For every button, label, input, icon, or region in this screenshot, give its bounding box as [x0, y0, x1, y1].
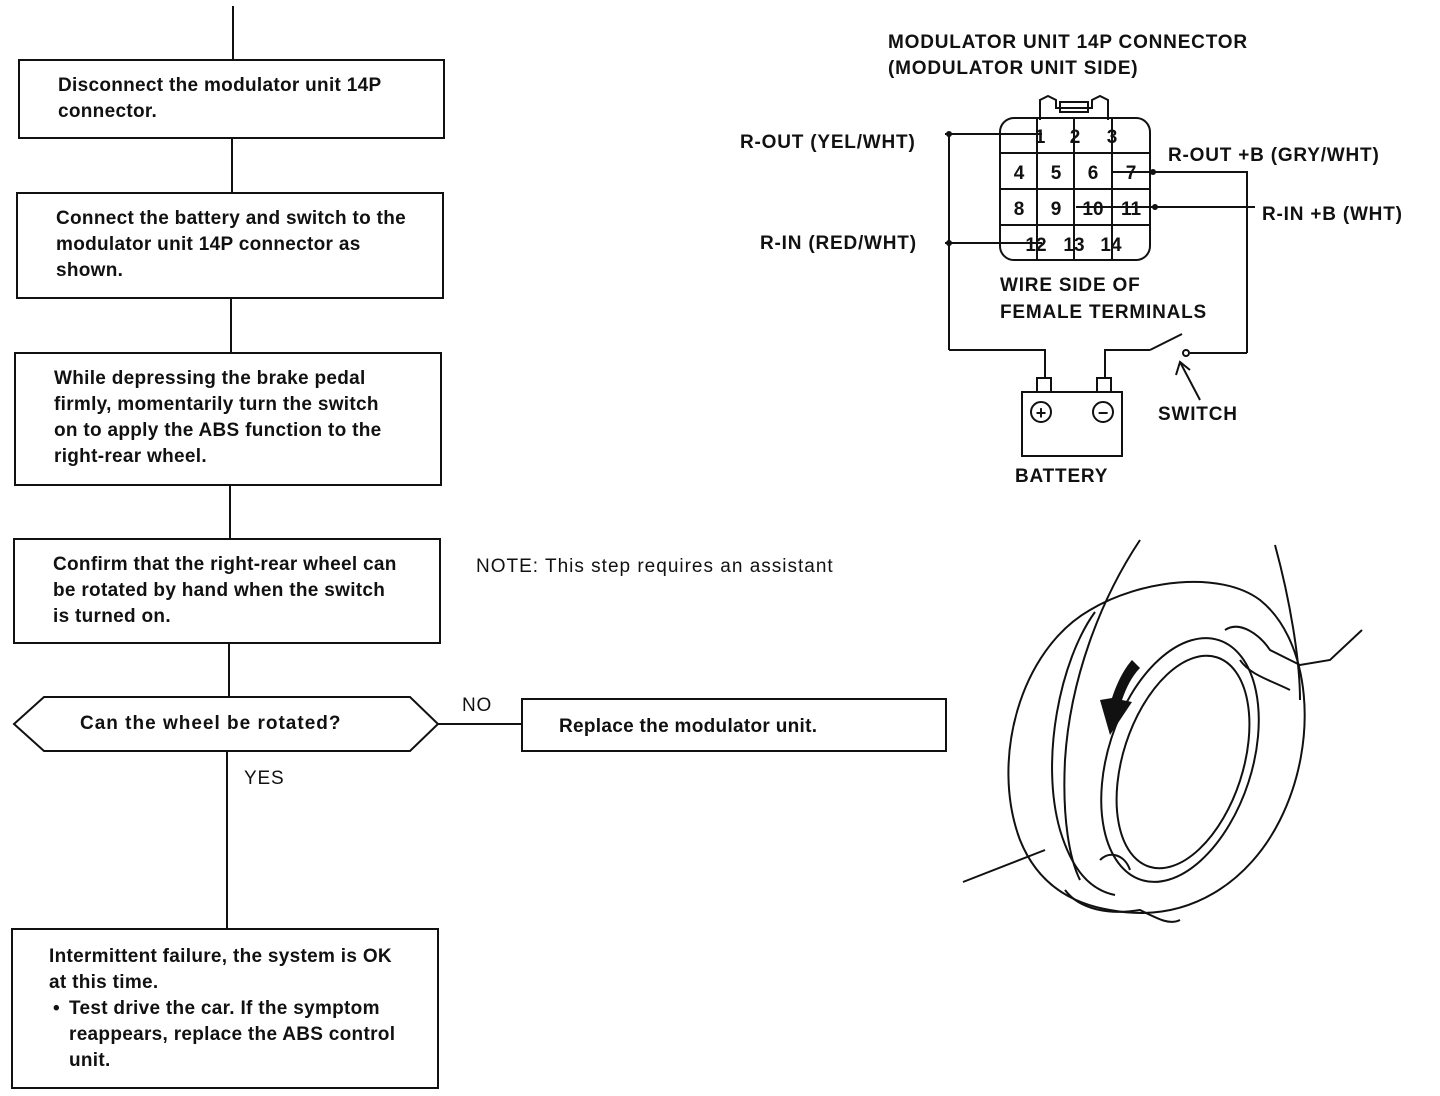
battery-terminal-plus	[1036, 377, 1052, 393]
wire-side-line2: FEMALE TERMINALS	[1000, 302, 1208, 323]
connector-latch-center	[1059, 101, 1089, 113]
pin-12: 12	[1025, 235, 1046, 256]
r-in-b-label: R-IN +B (WHT)	[1262, 204, 1403, 225]
battery-minus-wire	[1104, 349, 1150, 378]
battery-plus-circle	[1030, 401, 1052, 423]
pin-7: 7	[1126, 163, 1137, 184]
r-out-b-label: R-OUT +B (GRY/WHT)	[1168, 145, 1380, 166]
pin-3: 3	[1107, 127, 1118, 148]
pin-6: 6	[1088, 163, 1099, 184]
pin-13: 13	[1063, 235, 1084, 256]
battery-plus-wire	[949, 349, 1046, 378]
pin-2: 2	[1070, 127, 1081, 148]
pin-5: 5	[1051, 163, 1062, 184]
battery-terminal-minus	[1096, 377, 1112, 393]
battery-label: BATTERY	[1015, 466, 1109, 487]
wheel-hub	[1115, 654, 1251, 870]
switch-contact	[1182, 349, 1190, 357]
r-out-label: R-OUT (YEL/WHT)	[740, 132, 916, 153]
switch-lever	[1149, 333, 1183, 351]
intermittent-failure-list: Test drive the car. If the symptom reapp…	[49, 996, 413, 1074]
hand-top	[1224, 625, 1363, 667]
r-out-b-wire	[1112, 171, 1248, 353]
step-confirm-box: Confirm that the right-rear wheel can be…	[13, 538, 441, 644]
step-disconnect-text: Disconnect the modulator unit 14P connec…	[58, 75, 382, 122]
battery-minus-circle	[1092, 401, 1114, 423]
step-depress-text: While depressing the brake pedal firmly,…	[54, 368, 382, 467]
step-confirm-text: Confirm that the right-rear wheel can be…	[53, 554, 397, 627]
decision-diamond	[12, 696, 440, 752]
intermittent-failure-text: Intermittent failure, the system is OK a…	[49, 946, 392, 993]
pin-9: 9	[1051, 199, 1062, 220]
hand-bottom	[1064, 889, 1181, 923]
replace-modulator-text: Replace the modulator unit.	[559, 716, 818, 737]
battery-minus-sign: −	[1098, 403, 1109, 423]
battery-plus-sign: +	[1036, 403, 1047, 423]
decision-text: Can the wheel be rotated?	[80, 713, 342, 734]
fender-line	[1063, 539, 1141, 881]
tire-outer	[1007, 580, 1306, 914]
replace-modulator-box: Replace the modulator unit.	[521, 698, 947, 752]
wire-side-line1: WIRE SIDE OF	[1000, 275, 1141, 296]
yes-label: YES	[244, 768, 285, 789]
note-text: NOTE: This step requires an assistant	[476, 556, 834, 577]
pin-1: 1	[1035, 127, 1046, 148]
pin-14: 14	[1100, 235, 1122, 256]
tire-inner	[1051, 611, 1116, 896]
connector-latch	[1039, 94, 1109, 120]
wheel-rim	[1100, 637, 1260, 883]
step-depress-box: While depressing the brake pedal firmly,…	[14, 352, 442, 486]
r-in-label: R-IN (RED/WHT)	[760, 233, 917, 254]
intermittent-failure-bullet: Test drive the car. If the symptom reapp…	[49, 996, 413, 1074]
pin-10: 10	[1082, 199, 1103, 220]
rotation-arrow	[1100, 660, 1140, 735]
battery-body	[1021, 391, 1123, 457]
connector-title-line1: MODULATOR UNIT 14P CONNECTOR	[888, 32, 1248, 53]
pin-8: 8	[1014, 199, 1025, 220]
step-connect-box: Connect the battery and switch to the mo…	[16, 192, 444, 299]
pin-11: 11	[1121, 199, 1142, 220]
connector-title-line2: (MODULATOR UNIT SIDE)	[888, 58, 1139, 79]
intermittent-failure-box: Intermittent failure, the system is OK a…	[11, 928, 439, 1089]
step-connect-text: Connect the battery and switch to the mo…	[56, 208, 406, 281]
switch-pointer	[1179, 361, 1201, 401]
step-disconnect-box: Disconnect the modulator unit 14P connec…	[18, 59, 445, 139]
pin-4: 4	[1014, 163, 1025, 184]
switch-label: SWITCH	[1158, 404, 1238, 425]
no-label: NO	[462, 695, 493, 716]
